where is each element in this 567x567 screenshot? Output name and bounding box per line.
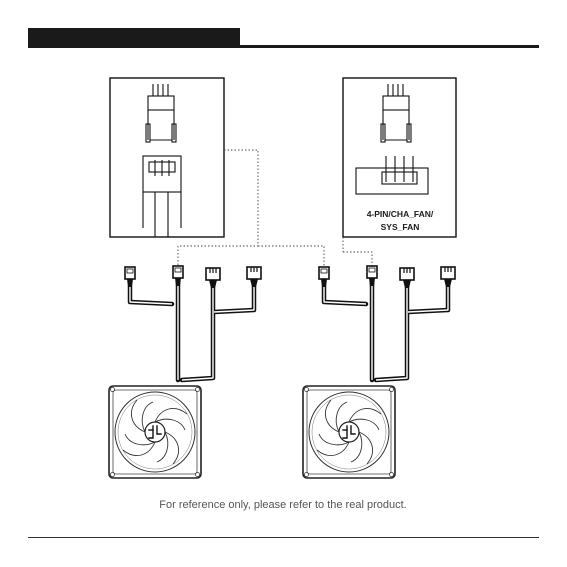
fan-right [303,386,395,478]
right-connector-inset: 4-PIN/CHA_FAN/ SYS_FAN [343,78,456,237]
footer-rule [28,537,539,538]
connector-label-line2: SYS_FAN [381,222,420,232]
argb-plug-icon [206,268,220,288]
fan-left [109,386,201,478]
argb-socket-icon [441,267,455,287]
header-bar [28,28,240,48]
header-rule [240,45,539,48]
left-connector-inset [110,78,224,237]
reference-note: For reference only, please refer to the … [159,499,406,511]
left-cable-assembly [125,266,261,380]
argb-plug-icon [400,268,414,288]
argb-socket-icon [247,267,261,287]
pwm-socket-icon [173,266,183,286]
connector-label-line1: 4-PIN/CHA_FAN/ [367,209,434,219]
right-cable-assembly [319,266,455,380]
pwm-socket-icon [367,266,377,286]
pwm-plug-icon [125,267,135,287]
pwm-plug-icon [319,267,329,287]
